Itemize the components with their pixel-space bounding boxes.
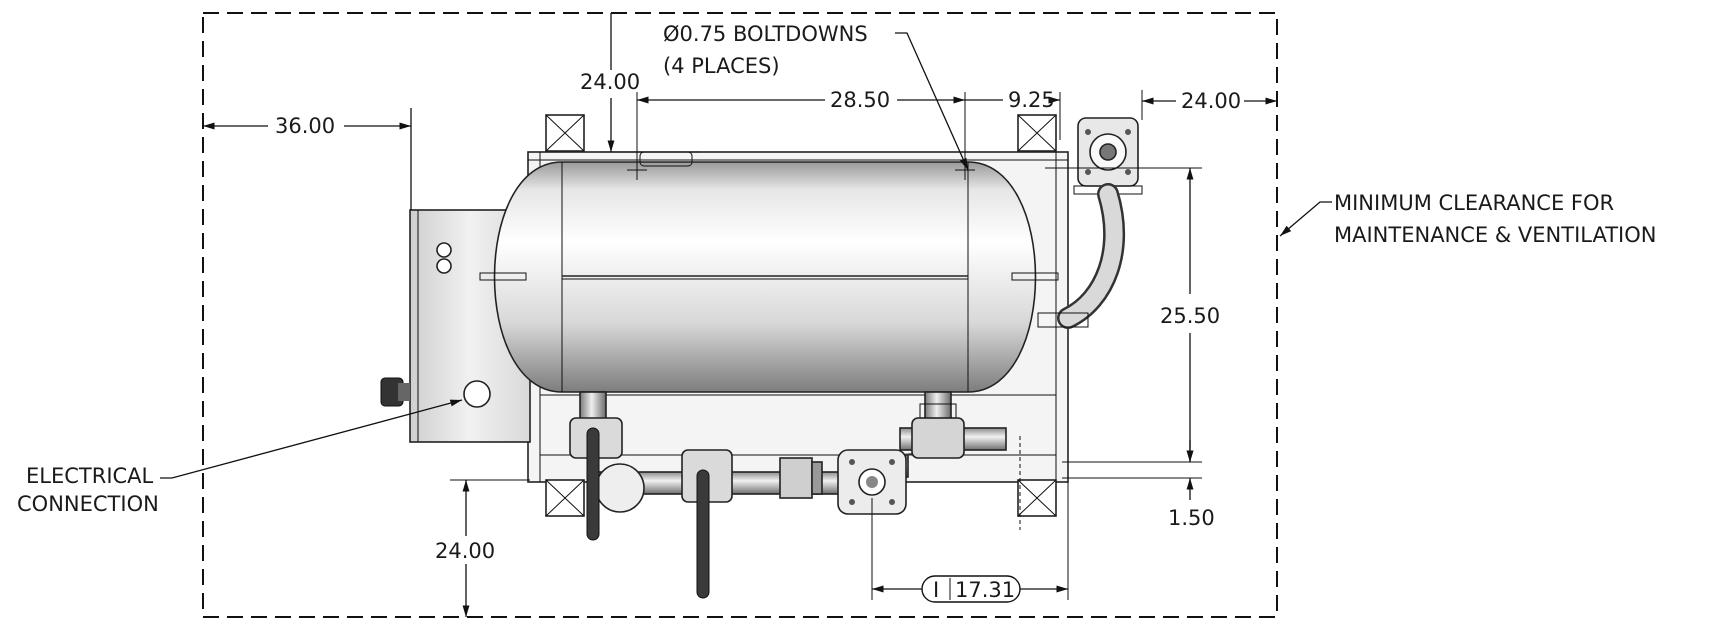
dim-inlet-offset: I 17.31 [871, 482, 1069, 603]
boltdowns-label-line2: (4 PLACES) [663, 54, 780, 78]
dim-bolt-offset-value: 9.25 [1008, 88, 1055, 112]
indicator-light-icon [436, 242, 452, 258]
inlet-flange [837, 449, 907, 515]
dim-top-clearance-value: 24.00 [580, 70, 640, 94]
dim-bottom-clearance: 24.00 [435, 479, 530, 617]
electrical-knockout-icon [463, 380, 491, 408]
electrical-label-line1: ELECTRICAL [26, 464, 154, 488]
indicator-light-icon [436, 258, 452, 274]
boltdown-pad-top-left [545, 114, 585, 152]
dim-bolt-spacing-short-value: 25.50 [1160, 304, 1220, 328]
dim-bottom-clearance-value: 24.00 [435, 539, 495, 563]
dim-bottom-offset-value: 1.50 [1168, 506, 1215, 530]
dim-bottom-offset: 1.50 [1062, 440, 1215, 530]
boltdown-pad-bottom-left [545, 479, 585, 517]
clearance-boundary [202, 12, 1278, 618]
dim-bolt-offset: 9.25 [965, 88, 1061, 140]
water-heater-assembly [380, 114, 1143, 599]
outlet-flange [1073, 117, 1143, 195]
storage-tank [493, 161, 1037, 393]
electrical-label-line2: CONNECTION [17, 492, 159, 516]
dim-right-clearance-value: 24.00 [1181, 89, 1241, 113]
pump-right [681, 449, 733, 599]
dim-top-clearance: 24.00 [580, 13, 700, 153]
inlet-offset-prefix: I [933, 578, 939, 602]
dim-left-clearance: 36.00 [203, 108, 412, 210]
clearance-label-line2: MAINTENANCE & VENTILATION [1334, 223, 1656, 247]
boltdowns-label-line1: Ø0.75 BOLTDOWNS [663, 22, 868, 46]
clearance-label-line1: MINIMUM CLEARANCE FOR [1334, 191, 1614, 215]
electrical-callout: ELECTRICAL CONNECTION [17, 399, 463, 516]
dim-bolt-spacing-long: 28.50 [627, 88, 975, 180]
dim-bolt-spacing-short: 25.50 [1045, 167, 1220, 463]
inlet-offset-value: 17.31 [955, 578, 1015, 602]
dim-left-clearance-value: 36.00 [275, 114, 335, 138]
boltdowns-callout: Ø0.75 BOLTDOWNS (4 PLACES) [663, 22, 969, 171]
dim-bolt-spacing-long-value: 28.50 [830, 88, 890, 112]
pump-left [569, 417, 645, 541]
clearance-callout: MINIMUM CLEARANCE FOR MAINTENANCE & VENT… [1279, 191, 1656, 247]
dim-right-clearance: 24.00 [1141, 89, 1277, 120]
inlet-offset-frame [921, 575, 1021, 603]
boltdown-pad-bottom-right [1017, 479, 1057, 517]
boltdown-pad-top-right [1017, 114, 1057, 152]
pump-flange-right [911, 403, 965, 459]
